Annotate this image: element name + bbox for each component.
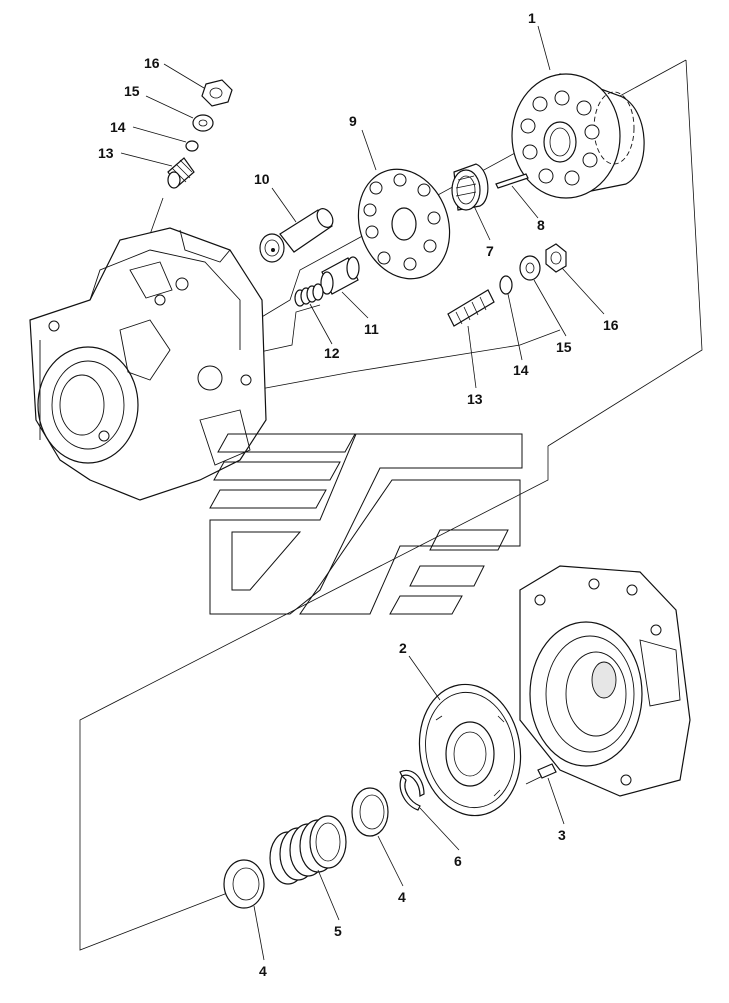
part-13-stud-left <box>167 157 195 189</box>
part-14-o-ring-left <box>185 140 199 152</box>
pump-housing <box>29 227 267 501</box>
callout-6: 6 <box>454 853 462 869</box>
part-3-dowel-pin <box>537 763 557 779</box>
end-cap-housing <box>519 565 691 797</box>
callout-8: 8 <box>537 217 545 233</box>
callout-9: 9 <box>349 113 357 129</box>
callout-14-right: 14 <box>513 362 529 378</box>
callout-12: 12 <box>324 345 340 361</box>
manufacturer-watermark-logo <box>209 433 523 615</box>
part-11-sleeve <box>320 256 360 295</box>
callout-16-left: 16 <box>144 55 160 71</box>
part-15-washer-right <box>519 255 541 281</box>
callout-13-left: 13 <box>98 145 114 161</box>
part-10-piston <box>259 208 334 263</box>
part-9-retainer-plate <box>357 168 451 280</box>
part-4-shim-lower <box>223 859 265 909</box>
callout-leaders <box>120 25 605 961</box>
part-7-spherical-bushing <box>451 163 489 211</box>
part-15-washer-left <box>192 114 214 132</box>
callout-15-left: 15 <box>124 83 140 99</box>
part-4-shim-upper <box>351 787 389 837</box>
callout-15-right: 15 <box>556 339 572 355</box>
callout-1: 1 <box>528 10 536 26</box>
callout-5: 5 <box>334 923 342 939</box>
callout-11: 11 <box>364 321 379 337</box>
part-16-nut-right <box>545 243 567 273</box>
callout-14-left: 14 <box>110 119 126 135</box>
callout-4-upper: 4 <box>398 889 406 905</box>
callout-10: 10 <box>254 171 270 187</box>
part-6-snap-ring <box>399 769 425 811</box>
part-8-pin <box>495 173 529 189</box>
callout-7: 7 <box>486 243 494 259</box>
callout-labels: 1 2 3 4 4 5 6 7 8 9 10 11 12 13 13 14 14… <box>98 10 619 979</box>
part-13-stud-right <box>447 289 495 327</box>
part-16-nut-left <box>201 79 233 107</box>
callout-13-right: 13 <box>467 391 483 407</box>
part-14-o-ring-right <box>499 275 513 295</box>
callout-4-lower: 4 <box>259 963 267 979</box>
callout-3: 3 <box>558 827 566 843</box>
part-2-valve-plate <box>418 683 522 817</box>
callout-2: 2 <box>399 640 407 656</box>
part-5-spring <box>269 815 347 885</box>
upper-assembly-plane <box>137 59 703 447</box>
part-12-spring <box>294 283 324 307</box>
part-1-cylinder-block <box>511 73 645 199</box>
callout-16-right: 16 <box>603 317 619 333</box>
